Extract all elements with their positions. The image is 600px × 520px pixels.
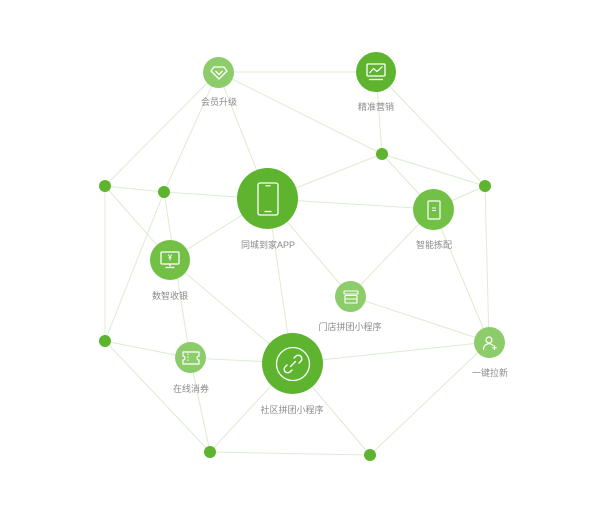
connection-line bbox=[381, 153, 486, 187]
city-home-app-node[interactable] bbox=[237, 168, 298, 229]
diamond-icon bbox=[209, 65, 228, 80]
cashier-monitor-icon bbox=[160, 251, 180, 269]
online-coupon-node[interactable] bbox=[175, 342, 206, 373]
document-icon bbox=[426, 199, 441, 220]
junction-dot bbox=[204, 446, 216, 458]
connection-line bbox=[432, 208, 490, 343]
connection-line bbox=[291, 341, 490, 364]
ticket-icon bbox=[181, 350, 200, 365]
one-click-acquisition-label: 一键拉新 bbox=[471, 368, 509, 378]
junction-dot bbox=[99, 180, 111, 192]
member-upgrade-node[interactable] bbox=[203, 57, 234, 88]
connection-line bbox=[375, 71, 486, 187]
connection-line bbox=[217, 71, 383, 155]
connection-line bbox=[369, 341, 490, 456]
one-click-acquisition-node[interactable] bbox=[474, 327, 505, 358]
phone-icon bbox=[256, 181, 279, 216]
online-coupon-label: 在线消券 bbox=[172, 384, 210, 394]
connection-line bbox=[104, 340, 211, 453]
city-home-app-label: 同城到家APP bbox=[240, 240, 296, 250]
store-group-buy-node[interactable] bbox=[335, 281, 366, 312]
community-group-buy-label: 社区拼团小程序 bbox=[260, 405, 324, 415]
junction-dot bbox=[376, 148, 388, 160]
junction-dot bbox=[479, 180, 491, 192]
connection-line bbox=[163, 71, 219, 193]
precision-marketing-label: 精准营销 bbox=[357, 102, 395, 112]
connection-line bbox=[349, 295, 490, 343]
store-icon bbox=[342, 289, 359, 304]
connection-line bbox=[104, 185, 165, 193]
chart-monitor-icon bbox=[366, 63, 386, 81]
store-group-buy-label: 门店拼团小程序 bbox=[318, 322, 382, 332]
add-user-icon bbox=[482, 335, 497, 350]
connection-line bbox=[209, 451, 371, 456]
connection-line bbox=[104, 191, 165, 342]
smart-picking-label: 智能拣配 bbox=[415, 240, 453, 250]
connection-line bbox=[104, 71, 219, 187]
smart-picking-node[interactable] bbox=[413, 189, 454, 230]
smart-cashier-node[interactable] bbox=[150, 240, 190, 280]
link-icon bbox=[275, 346, 310, 381]
connection-line bbox=[189, 357, 211, 453]
community-group-buy-node[interactable] bbox=[262, 333, 323, 394]
member-upgrade-label: 会员升级 bbox=[200, 97, 238, 107]
connection-line bbox=[484, 185, 490, 343]
junction-dot bbox=[364, 449, 376, 461]
junction-dot bbox=[158, 186, 170, 198]
precision-marketing-node[interactable] bbox=[356, 52, 396, 92]
junction-dot bbox=[99, 335, 111, 347]
smart-cashier-label: 数智收银 bbox=[151, 291, 189, 301]
